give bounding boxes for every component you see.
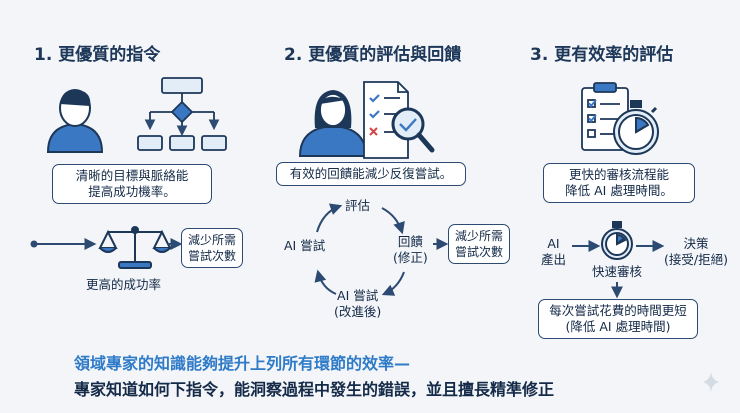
quick-review-label: 快速審核 [592,264,643,279]
decision-line-2: (接受/拒絕) [664,252,728,267]
cycle-feedback-line-2: (修正) [393,250,428,265]
column-3-box-line-2: 降低 AI 處理時間。 [565,183,673,198]
shorter-time-line-1: 每次嘗試花費的時間更短 [549,303,687,318]
cycle-improved-attempt-label: AI 嘗試 (改進後) [334,288,381,320]
shorter-time-line-2: (降低 AI 處理時間) [565,319,671,334]
sparkle-icon [703,372,719,392]
feedback-cycle-arrows [314,203,405,296]
cycle-feedback-label: 回饋 (修正) [393,234,428,266]
stopwatch-icon [613,100,659,155]
column-3-box-line-1: 更快的審核流程能 [568,167,669,182]
flow-arrow [30,238,97,250]
cycle-improved-line-2: (改進後) [334,304,382,319]
column-1-box-line-1: 清晰的目標與脈絡能 [75,168,189,183]
column-2-description-box: 有效的回饋能減少反復嘗試。 [276,162,466,186]
balance-scale-icon [98,226,172,269]
shorter-time-box: 每次嘗試花費的時間更短 (降低 AI 處理時間) [538,299,698,339]
decision-label: 決策 (接受/拒絕) [664,236,728,268]
cycle-feedback-line-1: 回饋 [397,234,423,249]
column-3-heading: 3. 更有效率的評估 [530,45,674,65]
column-1-heading: 1. 更優質的指令 [34,45,161,65]
decision-line-1: 決策 [683,236,709,251]
review-document-icon [363,81,435,159]
column-2-fewer-attempts-box: 減少所需 嘗試次數 [448,224,510,264]
evaluator-person-icon [298,90,368,157]
column-3-description-box: 更快的審核流程能 降低 AI 處理時間。 [543,163,695,203]
column-2-heading: 2. 更優質的評估與回饋 [284,45,462,65]
ai-output-line-1: AI [547,236,560,251]
quick-review-stopwatch-icon [601,221,633,260]
column-1-side-line-2: 嘗試次數 [187,249,236,263]
footer-highlight-line: 領域專家的知識能夠提升上列所有環節的效率— [74,354,411,373]
person-icon [46,89,104,153]
column-1-side-line-1: 減少所需 [187,233,236,247]
column-2-box-text: 有效的回饋能減少反復嘗試。 [289,166,453,181]
cycle-improved-line-1: AI 嘗試 [337,288,379,303]
cycle-ai-attempt-label: AI 嘗試 [284,238,326,253]
column-1-box-line-2: 提高成功機率。 [88,184,176,199]
higher-success-rate-label: 更高的成功率 [86,277,162,292]
cycle-evaluate-label: 評估 [345,198,371,213]
column-2-side-line-2: 嘗試次數 [454,245,503,259]
column-1-description-box: 清晰的目標與脈絡能 提高成功機率。 [52,164,212,204]
flowchart-icon [137,77,227,151]
column-2-side-line-1: 減少所需 [454,229,503,243]
footer-summary-line: 專家知道如何下指令，能洞察過程中發生的錯誤，並且擅長精準修正 [74,380,555,399]
ai-output-label: AI 產出 [541,236,566,268]
ai-output-line-2: 產出 [541,252,567,267]
column-1-fewer-attempts-box: 減少所需 嘗試次數 [181,228,243,268]
